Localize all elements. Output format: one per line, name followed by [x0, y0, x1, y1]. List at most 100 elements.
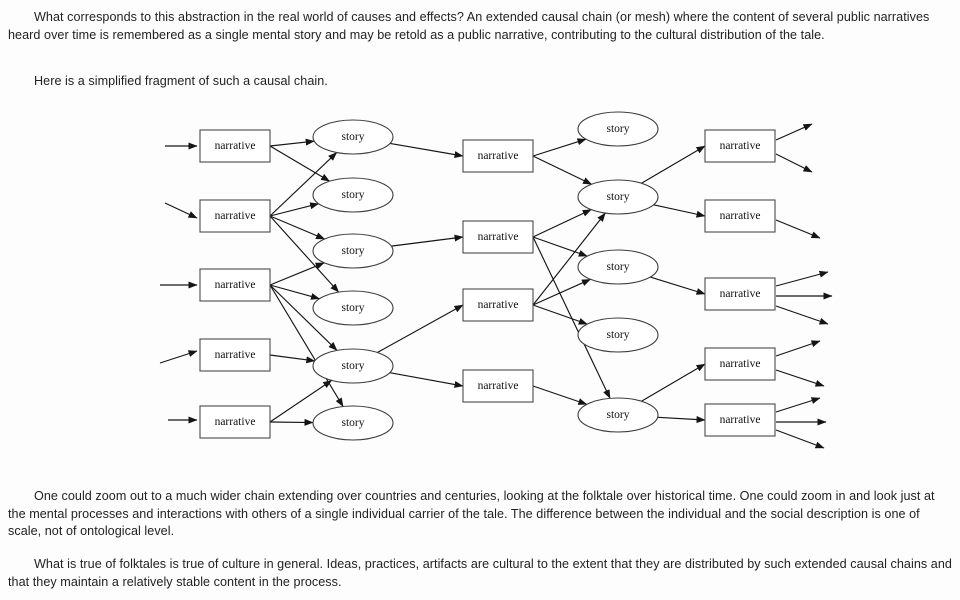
- edge-arrow: [532, 155, 593, 185]
- edge-arrow: [269, 215, 340, 293]
- story-ellipse: [312, 233, 394, 269]
- story-ellipse: [577, 317, 659, 353]
- edge-arrow: [269, 138, 315, 147]
- narrative-label: narrative: [215, 210, 256, 222]
- diagram-canvas: narrative narrative narrative narrative narr…: [159, 111, 833, 449]
- paragraph-culture: What is true of folktales is true of cul…: [8, 556, 952, 600]
- edge-arrow: [532, 209, 592, 238]
- edge-arrow: [269, 284, 320, 300]
- edge-arrow: [532, 304, 588, 325]
- story-node: story: [577, 111, 659, 147]
- narrative-box: [199, 405, 271, 439]
- narrative-node: narrative: [462, 288, 534, 322]
- story-label: story: [607, 329, 630, 341]
- edge-arrow: [269, 418, 314, 426]
- paragraph-scale: One could zoom out to a much wider chain…: [8, 488, 952, 550]
- paragraph-text: What corresponds to this abstraction in …: [8, 10, 930, 42]
- edge-arrow: [532, 278, 591, 306]
- narrative-node: narrative: [199, 405, 271, 439]
- edge-arrow: [532, 236, 611, 399]
- narrative-label: narrative: [215, 140, 256, 152]
- story-node: story: [577, 179, 659, 215]
- narrative-box: [462, 369, 534, 403]
- narrative-box: [704, 199, 776, 233]
- story-node: story: [312, 290, 394, 326]
- story-label: story: [342, 131, 365, 143]
- story-ellipse: [312, 119, 394, 155]
- paragraph-abstraction: What corresponds to this abstraction in …: [8, 9, 952, 53]
- narrative-node: narrative: [462, 139, 534, 173]
- nodes-layer: narrative narrative narrative narrative narr…: [199, 111, 776, 441]
- narrative-box: [199, 129, 271, 163]
- edge-arrow: [657, 416, 706, 424]
- narrative-label: narrative: [215, 349, 256, 361]
- story-label: story: [342, 360, 365, 372]
- edge-arrow: [641, 145, 706, 184]
- exit-arrow: [775, 369, 825, 387]
- narrative-node: narrative: [462, 369, 534, 403]
- story-label: story: [607, 191, 630, 203]
- exit-arrow: [775, 340, 821, 357]
- narrative-label: narrative: [720, 210, 761, 222]
- narrative-box: [462, 288, 534, 322]
- edge-arrow: [269, 145, 331, 182]
- narrative-label: narrative: [478, 299, 519, 311]
- edge-arrow: [269, 284, 338, 351]
- edge-arrow: [532, 236, 588, 257]
- narrative-box: [199, 199, 271, 233]
- narrative-box: [704, 277, 776, 311]
- story-ellipse: [312, 405, 394, 441]
- narrative-label: narrative: [478, 231, 519, 243]
- causal-chain-diagram: narrative narrative narrative narrative narr…: [0, 108, 960, 468]
- story-ellipse: [312, 177, 394, 213]
- story-node: story: [312, 119, 394, 155]
- narrative-box: [704, 129, 776, 163]
- exit-arrow: [775, 123, 813, 141]
- edge-arrow: [269, 152, 338, 217]
- narrative-label: narrative: [720, 288, 761, 300]
- story-node: story: [577, 249, 659, 285]
- edge-arrow: [269, 215, 326, 240]
- edge-arrow: [269, 379, 333, 423]
- narrative-box: [704, 403, 776, 437]
- paragraph-intro: Here is a simplified fragment of such a …: [8, 73, 952, 100]
- edge-arrow: [532, 385, 588, 405]
- narrative-label: narrative: [720, 358, 761, 370]
- edge-arrow: [653, 204, 706, 218]
- edge-arrow: [389, 372, 464, 388]
- exit-arrow: [775, 429, 825, 449]
- narrative-node: narrative: [462, 220, 534, 254]
- paragraph-text: One could zoom out to a much wider chain…: [8, 489, 935, 538]
- narrative-label: narrative: [215, 279, 256, 291]
- story-node: story: [312, 233, 394, 269]
- story-ellipse: [312, 348, 394, 384]
- narrative-node: narrative: [704, 129, 776, 163]
- exit-arrow: [775, 270, 829, 287]
- story-label: story: [342, 245, 365, 257]
- narrative-node: narrative: [199, 129, 271, 163]
- exit-arrow: [775, 397, 821, 413]
- story-node: story: [577, 317, 659, 353]
- exit-arrow: [775, 153, 813, 173]
- paragraph-text: Here is a simplified fragment of such a …: [34, 74, 328, 88]
- edge-arrow: [391, 234, 464, 247]
- story-node: story: [312, 348, 394, 384]
- narrative-label: narrative: [720, 140, 761, 152]
- story-label: story: [342, 302, 365, 314]
- entry-arrow: [159, 350, 198, 364]
- narrative-node: narrative: [704, 347, 776, 381]
- narrative-box: [462, 220, 534, 254]
- narrative-label: narrative: [720, 414, 761, 426]
- edge-arrow: [389, 142, 464, 159]
- edge-arrow: [532, 138, 587, 157]
- narrative-label: narrative: [215, 416, 256, 428]
- story-label: story: [607, 261, 630, 273]
- narrative-box: [199, 338, 271, 372]
- narrative-node: narrative: [704, 277, 776, 311]
- narrative-node: narrative: [199, 199, 271, 233]
- narrative-label: narrative: [478, 380, 519, 392]
- story-label: story: [342, 417, 365, 429]
- narrative-box: [462, 139, 534, 173]
- narrative-box: [704, 347, 776, 381]
